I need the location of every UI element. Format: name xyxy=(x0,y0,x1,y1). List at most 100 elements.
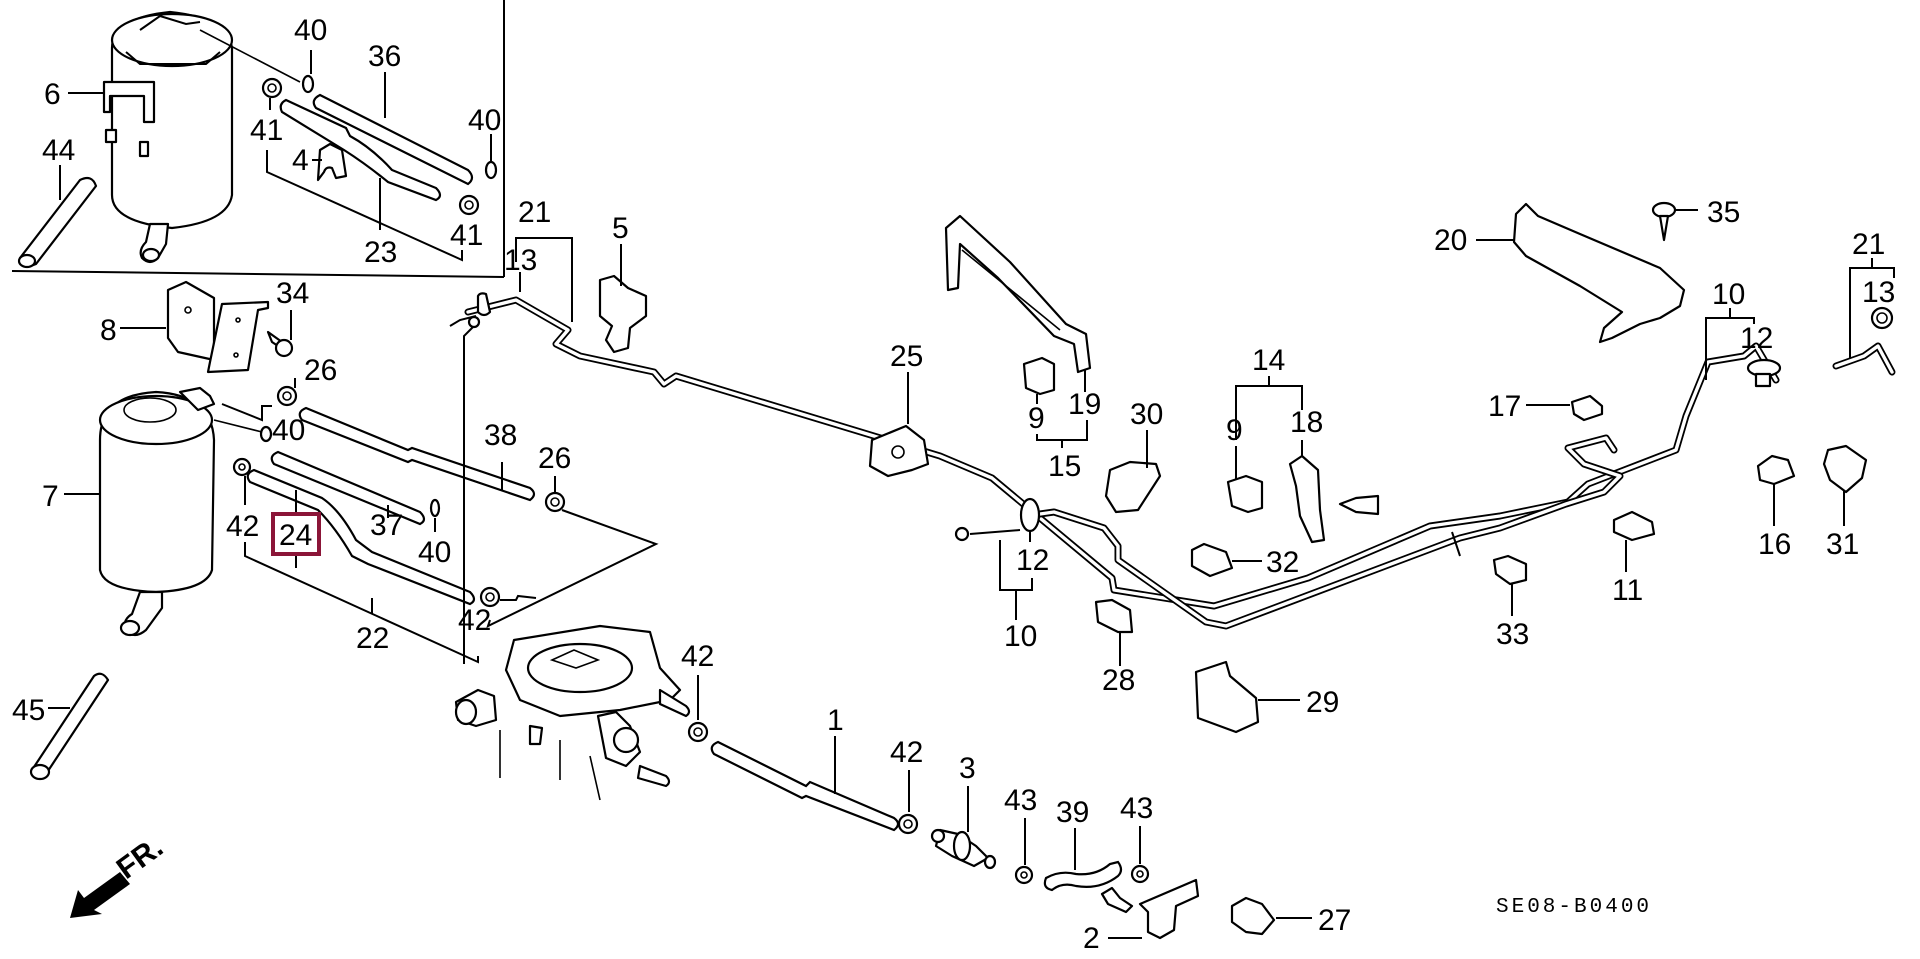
label-30: 30 xyxy=(1130,398,1163,431)
clamp-41-upper[interactable] xyxy=(261,77,283,99)
highlight-box xyxy=(271,512,321,556)
label-9b: 9 xyxy=(1226,414,1243,447)
label-21a: 21 xyxy=(518,196,551,229)
label-25: 25 xyxy=(890,340,923,373)
clip-31[interactable] xyxy=(1822,444,1868,494)
label-18: 18 xyxy=(1290,406,1323,439)
label-35: 35 xyxy=(1707,196,1740,229)
label-42a: 42 xyxy=(226,510,259,543)
hose-23[interactable] xyxy=(279,98,442,202)
label-40a: 40 xyxy=(294,14,327,47)
canister-6[interactable] xyxy=(102,10,234,264)
clip-32[interactable] xyxy=(1190,542,1234,578)
clip-9-lower[interactable] xyxy=(1226,474,1264,514)
clip-27[interactable] xyxy=(1230,896,1276,936)
clip-9-upper[interactable] xyxy=(1022,356,1056,396)
clip-33[interactable] xyxy=(1492,554,1528,586)
hose-39[interactable] xyxy=(1043,860,1123,892)
grommet-12-right[interactable] xyxy=(1746,358,1782,388)
clip-16[interactable] xyxy=(1756,454,1796,486)
label-28: 28 xyxy=(1102,664,1135,697)
hose-1[interactable] xyxy=(710,740,900,832)
leader-26-link xyxy=(221,403,272,422)
bracket-20[interactable] xyxy=(1512,202,1686,344)
label-3: 3 xyxy=(959,752,976,785)
ring-40-main[interactable] xyxy=(259,425,273,443)
clamp-42-lower[interactable] xyxy=(479,586,501,608)
clip-5[interactable] xyxy=(598,274,648,354)
clip-11[interactable] xyxy=(1612,510,1656,542)
label-31: 31 xyxy=(1826,528,1859,561)
label-26b: 26 xyxy=(538,442,571,475)
clip-25[interactable] xyxy=(868,424,930,478)
label-26a: 26 xyxy=(304,354,337,387)
clip-30[interactable] xyxy=(1104,460,1162,514)
highlighted-part-callout[interactable]: 24 xyxy=(271,512,321,556)
canister-7[interactable] xyxy=(98,386,216,637)
label-40c: 40 xyxy=(272,414,305,447)
hose-36[interactable] xyxy=(312,93,474,186)
bracket-18[interactable] xyxy=(1288,454,1326,544)
clamp-26-left[interactable] xyxy=(276,385,298,407)
diagram-code: SE08-B0400 xyxy=(1496,896,1652,919)
label-44: 44 xyxy=(42,134,75,167)
label-41a: 41 xyxy=(250,114,283,147)
label-10a: 10 xyxy=(1004,620,1037,653)
clamp-26-right[interactable] xyxy=(544,491,566,513)
label-45: 45 xyxy=(12,694,45,727)
grommet-13-right[interactable] xyxy=(1870,306,1894,330)
label-23: 23 xyxy=(364,236,397,269)
clamp-41-lower[interactable] xyxy=(458,194,480,216)
throttle-body[interactable] xyxy=(454,624,691,801)
ring-40-lower[interactable] xyxy=(484,160,498,180)
bracket-21-left xyxy=(515,237,573,322)
bolt-unnamed[interactable] xyxy=(1338,494,1380,516)
clamp-43-right[interactable] xyxy=(1130,864,1150,884)
leader-42b xyxy=(486,509,659,628)
label-43a: 43 xyxy=(1004,784,1037,817)
bracket-2[interactable] xyxy=(1100,878,1200,940)
clip-29[interactable] xyxy=(1194,660,1260,734)
bracket-22 xyxy=(244,542,479,664)
tube-45[interactable] xyxy=(29,672,110,781)
valve-3[interactable] xyxy=(930,828,997,870)
screw-35[interactable] xyxy=(1651,201,1677,242)
fuel-pipe-lower[interactable] xyxy=(1022,434,1624,630)
label-2: 2 xyxy=(1083,922,1100,955)
label-7: 7 xyxy=(42,480,59,513)
clip-4[interactable] xyxy=(316,142,348,182)
clip-17[interactable] xyxy=(1570,394,1604,422)
label-11: 11 xyxy=(1612,574,1643,607)
hose-38[interactable] xyxy=(298,406,536,502)
clamp-42-main[interactable] xyxy=(232,457,252,477)
label-4: 4 xyxy=(292,144,309,177)
leader-10-left xyxy=(463,325,475,664)
hose-37[interactable] xyxy=(270,450,426,526)
hose-24[interactable] xyxy=(246,468,476,606)
clip-28[interactable] xyxy=(1094,598,1134,634)
label-9a: 9 xyxy=(1028,402,1045,435)
leader-line xyxy=(213,419,263,433)
clamp-42-hose1-right[interactable] xyxy=(897,813,919,835)
bolt-34[interactable] xyxy=(266,330,294,358)
label-34: 34 xyxy=(276,277,309,310)
grommet-13-left[interactable] xyxy=(449,292,492,329)
label-12a: 12 xyxy=(1016,544,1049,577)
fuel-pipe-upper[interactable] xyxy=(464,296,1780,610)
label-36: 36 xyxy=(368,40,401,73)
grommet-12-left[interactable] xyxy=(954,497,1041,542)
front-direction-indicator: FR. xyxy=(70,831,169,918)
label-21b: 21 xyxy=(1852,228,1885,261)
bracket-8[interactable] xyxy=(166,280,270,374)
bracket-19[interactable] xyxy=(944,214,1092,374)
label-27: 27 xyxy=(1318,904,1351,937)
clamp-42-hose1-left[interactable] xyxy=(687,721,709,743)
inset-frame xyxy=(11,0,505,278)
pipe-break xyxy=(1451,531,1461,557)
clamp-43-left[interactable] xyxy=(1014,865,1034,885)
ring-40-mid[interactable] xyxy=(429,498,441,518)
tube-44[interactable] xyxy=(17,176,98,269)
ring-40-upper[interactable] xyxy=(301,74,315,94)
label-40d: 40 xyxy=(418,536,451,569)
